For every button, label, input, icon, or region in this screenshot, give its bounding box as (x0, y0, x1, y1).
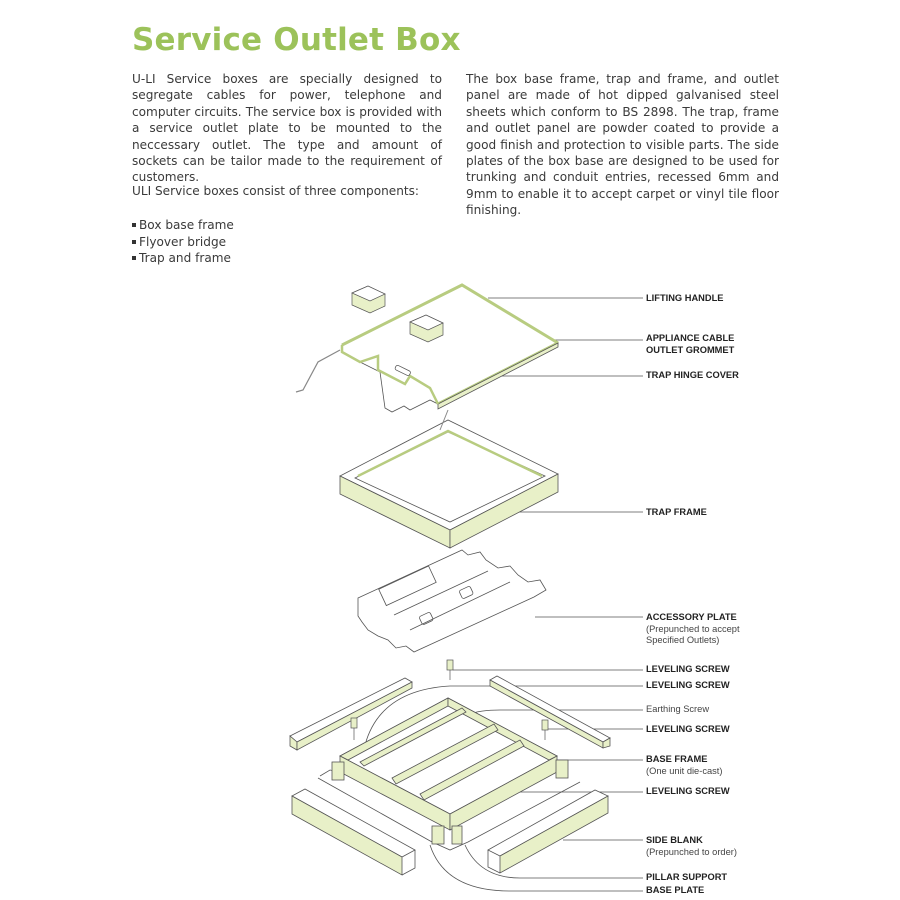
label-title: ACCESSORY PLATE (646, 612, 737, 622)
label-pillar-support: PILLAR SUPPORT (646, 872, 727, 884)
label-leveling-screw-2: LEVELING SCREW (646, 680, 730, 692)
page-title: Service Outlet Box (132, 22, 461, 58)
component-item: Flyover bridge (132, 234, 234, 251)
label-note: (One unit die-cast) (646, 765, 723, 776)
component-label: Flyover bridge (139, 234, 227, 249)
label-base-frame: BASE FRAME(One unit die-cast) (646, 754, 722, 777)
trap-frame (339, 409, 559, 549)
intro-right-column: The box base frame, trap and frame, and … (466, 71, 779, 219)
leveling-screw (446, 659, 454, 680)
label-leveling-screw-1: LEVELING SCREW (646, 664, 730, 676)
label-title: BASE PLATE (646, 885, 705, 895)
bullet-icon (132, 256, 136, 261)
side-blank-left (291, 788, 416, 876)
component-item: Trap and frame (132, 250, 234, 267)
label-title: LEVELING SCREW (646, 664, 730, 674)
flyover-rail-left (289, 677, 413, 751)
label-title: PILLAR SUPPORT (646, 872, 728, 882)
intro-right-paragraph: The box base frame, trap and frame, and … (466, 72, 779, 218)
side-blank-right (487, 789, 609, 874)
base-frame (339, 697, 558, 831)
flyover-rail-right (489, 675, 611, 749)
intro-left-paragraph: U-LI Service boxes are specially designe… (132, 72, 442, 185)
label-title: LEVELING SCREW (646, 786, 730, 796)
bullet-icon (132, 223, 136, 228)
component-label: Trap and frame (139, 251, 231, 266)
component-label: Box base frame (139, 218, 234, 232)
label-note-line2: Specified Outlets) (646, 635, 720, 645)
label-base-plate: BASE PLATE (646, 885, 704, 897)
bullet-icon (132, 239, 136, 244)
label-note: Earthing Screw (646, 704, 710, 714)
label-side-blank: SIDE BLANK(Prepunched to order) (646, 835, 737, 858)
label-title: LEVELING SCREW (646, 680, 730, 690)
leader-base-plate (429, 844, 643, 892)
label-lifting-handle: LIFTING HANDLE (646, 293, 723, 305)
leader-leveling-2 (364, 685, 643, 746)
base-plate (317, 759, 581, 851)
label-trap-hinge-cover: TRAP HINGE COVER (646, 370, 739, 382)
intro-left-column: U-LI Service boxes are specially designe… (132, 71, 442, 186)
label-title: BASE FRAME (646, 754, 708, 764)
component-item: Box base frame (132, 217, 234, 234)
leader-pillar (464, 844, 643, 879)
label-title: SIDE BLANK (646, 835, 703, 845)
lifting-handle (351, 285, 444, 343)
label-earthing-screw: Earthing Screw (646, 704, 709, 716)
label-note: (Prepunched to order) (646, 846, 737, 857)
trap-lid (295, 283, 559, 413)
label-leveling-screw-4: LEVELING SCREW (646, 786, 730, 798)
label-leveling-screw-3: LEVELING SCREW (646, 724, 730, 736)
label-title-line2: OUTLET GROMMET (646, 344, 735, 355)
label-trap-frame: TRAP FRAME (646, 507, 707, 519)
components-heading: ULI Service boxes consist of three compo… (132, 184, 420, 198)
components-list: Box base frame Flyover bridge Trap and f… (132, 217, 234, 267)
accessory-plate (357, 549, 547, 653)
label-title: LIFTING HANDLE (646, 293, 724, 303)
label-title: TRAP HINGE COVER (646, 370, 739, 380)
label-title: APPLIANCE CABLE (646, 333, 735, 343)
label-title: TRAP FRAME (646, 507, 707, 517)
label-note: (Prepunched to accept (646, 623, 740, 634)
label-title: LEVELING SCREW (646, 724, 730, 734)
